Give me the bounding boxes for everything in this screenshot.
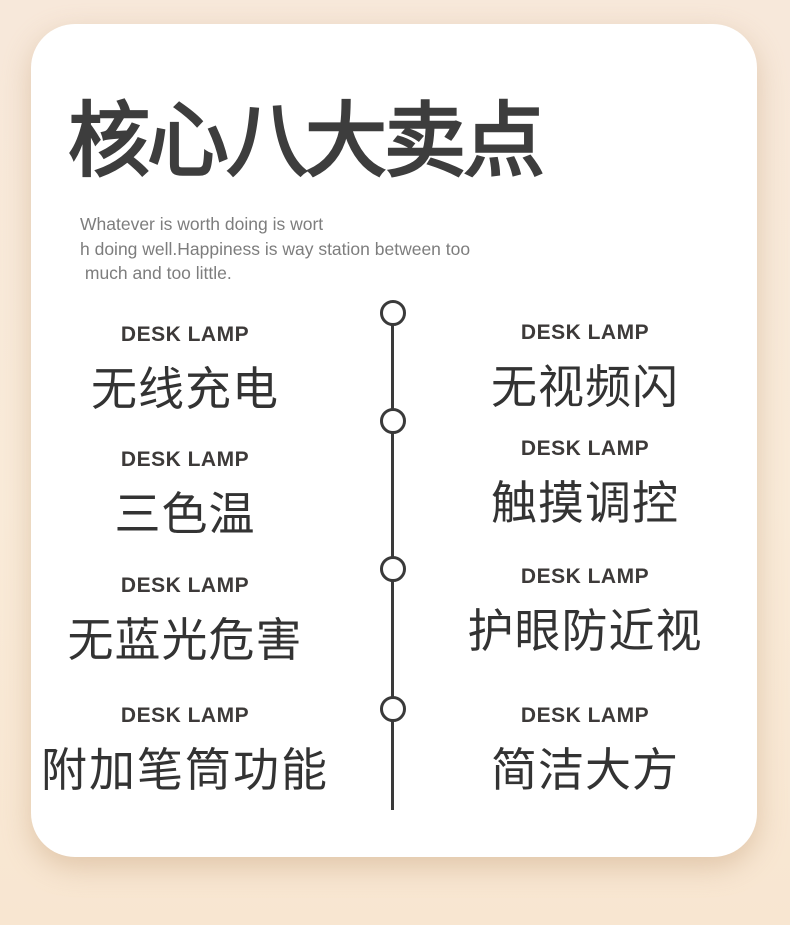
feature-category-label: DESK LAMP (120, 574, 250, 597)
feature-name: 附加笔筒功能 (41, 744, 329, 796)
timeline-node-icon (380, 300, 406, 326)
feature-category-label: DESK LAMP (520, 565, 650, 588)
feature-category-label: DESK LAMP (120, 448, 250, 471)
feature-column-right: DESK LAMP 无视频闪 DESK LAMP 触摸调控 DESK LAMP … (420, 0, 750, 925)
feature-column-left: DESK LAMP 无线充电 DESK LAMP 三色温 DESK LAMP 无… (20, 0, 350, 925)
feature-name: 无蓝光危害 (67, 614, 303, 666)
timeline-node-icon (380, 408, 406, 434)
feature-item-simple-design: DESK LAMP 简洁大方 (420, 703, 750, 797)
feature-item-no-blue-light: DESK LAMP 无蓝光危害 (20, 573, 350, 667)
timeline-node-icon (380, 556, 406, 582)
feature-name: 三色温 (114, 488, 256, 540)
feature-category-label: DESK LAMP (520, 704, 650, 727)
feature-category-label: DESK LAMP (120, 323, 250, 346)
page-title: 核心八大卖点 (68, 96, 545, 187)
feature-category-label: DESK LAMP (120, 704, 250, 727)
feature-name: 护眼防近视 (467, 605, 703, 657)
feature-item-three-color-temp: DESK LAMP 三色温 (20, 447, 350, 541)
feature-item-touch-control: DESK LAMP 触摸调控 (420, 436, 750, 530)
subtitle: Whatever is worth doing is wort h doing … (80, 212, 470, 286)
feature-item-wireless-charging: DESK LAMP 无线充电 (20, 322, 350, 416)
feature-name: 无视频闪 (491, 361, 679, 413)
subtitle-line-2: h doing well.Happiness is way station be… (80, 238, 471, 259)
feature-item-no-flicker: DESK LAMP 无视频闪 (420, 320, 750, 414)
feature-item-pen-holder: DESK LAMP 附加笔筒功能 (20, 703, 350, 797)
feature-name: 简洁大方 (491, 744, 679, 796)
feature-category-label: DESK LAMP (520, 321, 650, 344)
subtitle-line-1: Whatever is worth doing is wort (80, 214, 324, 234)
subtitle-line-3: much and too little. (80, 263, 232, 283)
feature-category-label: DESK LAMP (520, 437, 650, 460)
feature-item-eye-protection: DESK LAMP 护眼防近视 (420, 564, 750, 658)
feature-name: 触摸调控 (491, 477, 679, 529)
feature-name: 无线充电 (91, 363, 279, 415)
timeline-node-icon (380, 696, 406, 722)
